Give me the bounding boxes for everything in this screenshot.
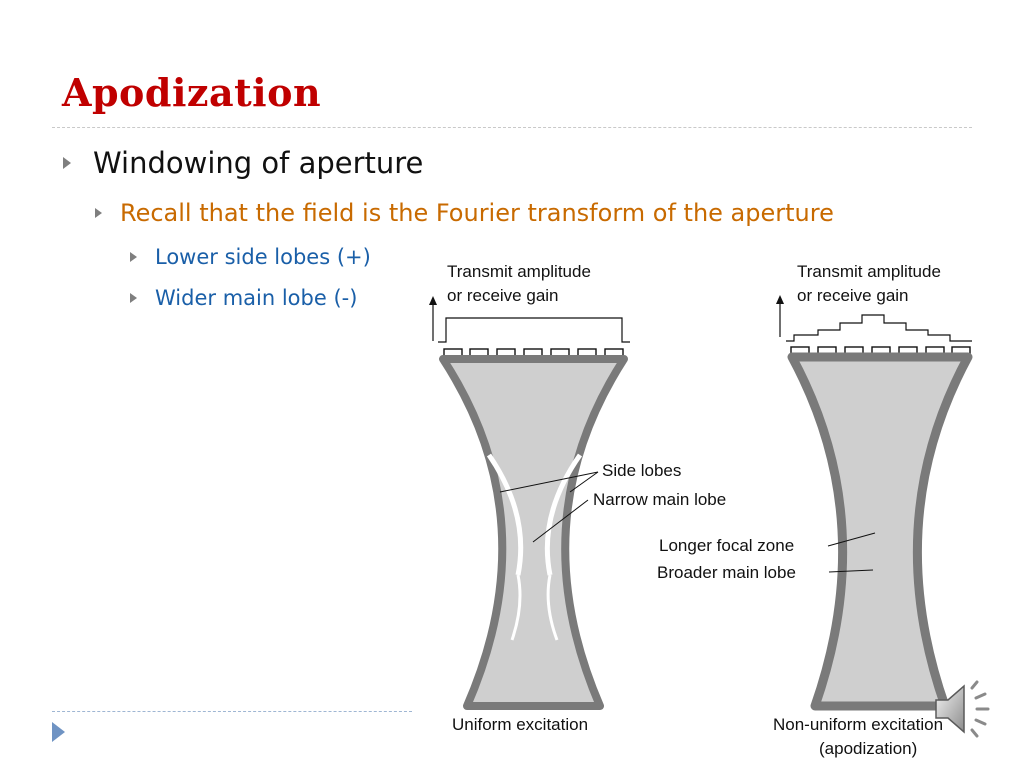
left-side-lobe-left-lower	[510, 574, 522, 641]
label-longer-focal-zone: Longer focal zone	[659, 536, 794, 555]
side-lobes-leader-2	[569, 471, 599, 493]
left-beam	[439, 355, 628, 710]
bullet-level2: Recall that the field is the Fourier tra…	[95, 199, 834, 227]
label-side-lobes: Side lobes	[602, 461, 681, 480]
bullet-level1: Windowing of aperture	[63, 146, 423, 180]
label-broader-main-lobe: Broader main lobe	[657, 563, 796, 582]
left-uniform-gain-profile	[438, 317, 630, 343]
bullet-text: Recall that the field is the Fourier tra…	[120, 199, 834, 227]
bullet-text: Windowing of aperture	[93, 146, 424, 180]
left-side-lobe-right-lower	[546, 574, 559, 641]
right-beam	[787, 352, 973, 711]
uniform-excitation-diagram: Transmit amplitude or receive gain Side …	[429, 262, 726, 734]
bullet-arrow-icon	[130, 252, 137, 262]
right-header-line1: Transmit amplitude	[797, 262, 941, 281]
bullet-arrow-icon	[95, 208, 102, 218]
left-side-lobe-right	[544, 453, 583, 576]
right-caption-line1: Non-uniform excitation	[773, 715, 943, 734]
right-header-line2: or receive gain	[797, 286, 909, 305]
bullet-level3-wider-main-lobe: Wider main lobe (-)	[130, 286, 357, 310]
side-lobes-leader	[499, 471, 599, 493]
right-caption-line2: (apodization)	[819, 739, 917, 758]
broader-main-lobe-leader	[828, 569, 874, 573]
left-caption: Uniform excitation	[452, 715, 588, 734]
left-side-lobe-left	[486, 453, 524, 576]
footer-divider	[52, 711, 412, 712]
bullet-text: Wider main lobe (-)	[155, 286, 358, 310]
longer-focal-zone-leader	[827, 532, 876, 547]
apodized-excitation-diagram: Transmit amplitude or receive gain Longe…	[657, 262, 973, 758]
bullet-level3-lower-side-lobes: Lower side lobes (+)	[130, 245, 371, 269]
right-apodized-gain-profile	[786, 314, 972, 342]
left-header-line1: Transmit amplitude	[447, 262, 591, 281]
title-divider	[52, 127, 972, 128]
left-header-line2: or receive gain	[447, 286, 559, 305]
slide-title: Apodization	[62, 70, 322, 115]
bullet-text: Lower side lobes (+)	[155, 245, 371, 269]
narrow-main-lobe-leader	[532, 499, 589, 543]
left-transducer-array	[443, 348, 624, 359]
right-amplitude-arrow-icon	[776, 295, 784, 337]
bullet-arrow-icon	[63, 157, 71, 169]
triangle-right-icon[interactable]	[52, 722, 65, 742]
left-amplitude-arrow-icon	[429, 296, 437, 341]
speaker-icon[interactable]	[930, 676, 996, 742]
label-narrow-main-lobe: Narrow main lobe	[593, 490, 726, 509]
bullet-arrow-icon	[130, 293, 137, 303]
